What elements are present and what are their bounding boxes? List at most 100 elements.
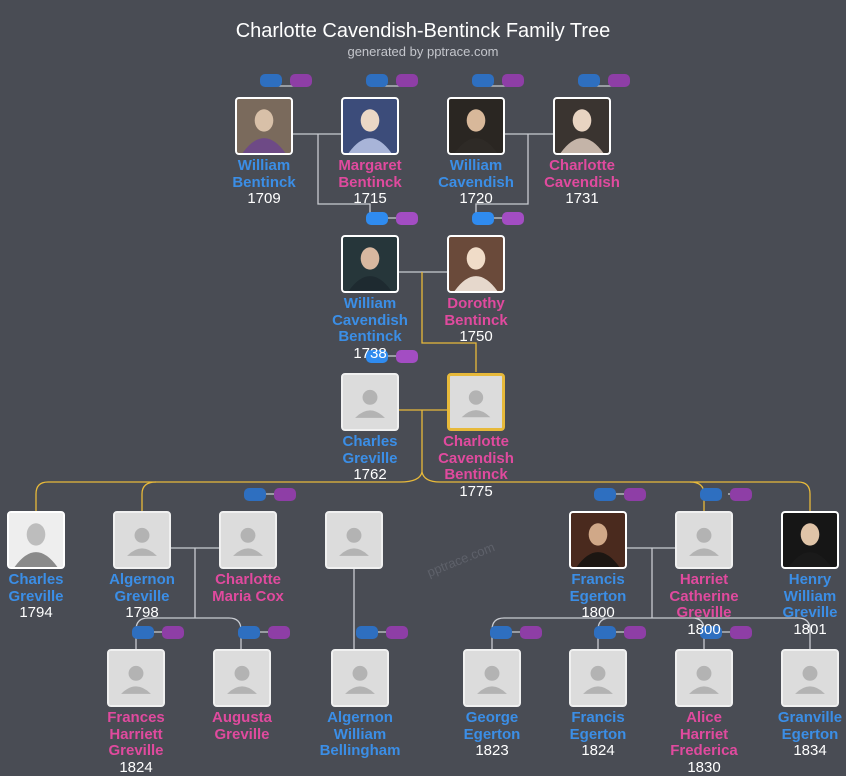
expand-father-button[interactable] xyxy=(132,626,154,639)
person-name-line: Cavendish xyxy=(416,175,536,192)
person-name-line: Charlotte xyxy=(416,434,536,451)
expand-mother-button[interactable] xyxy=(730,488,752,501)
person-card-dorothy-bentinck[interactable] xyxy=(447,235,505,293)
birth-year: 1750 xyxy=(416,329,536,346)
expand-father-button[interactable] xyxy=(366,212,388,225)
birth-year: 1834 xyxy=(750,743,846,760)
person-name-line: Margaret xyxy=(310,158,430,175)
person-name-line: Bentinck xyxy=(310,329,430,346)
person-placeholder-icon xyxy=(677,651,731,705)
person-card-george-egerton[interactable] xyxy=(463,649,521,707)
expand-mother-button[interactable] xyxy=(162,626,184,639)
person-card-harriet-catherine-greville[interactable] xyxy=(675,511,733,569)
person-card-william-cavendish[interactable] xyxy=(447,97,505,155)
person-card-algernon-greville[interactable] xyxy=(113,511,171,569)
birth-year: 1775 xyxy=(416,484,536,501)
person-card-francis-egerton-1824[interactable] xyxy=(569,649,627,707)
person-name-line: Henry xyxy=(750,572,846,589)
portrait-image xyxy=(237,99,291,153)
expand-father-button[interactable] xyxy=(244,488,266,501)
person-card-augusta-greville[interactable] xyxy=(213,649,271,707)
expand-mother-button[interactable] xyxy=(290,74,312,87)
expand-mother-button[interactable] xyxy=(274,488,296,501)
expand-father-button[interactable] xyxy=(578,74,600,87)
expand-father-button[interactable] xyxy=(594,626,616,639)
person-name-line: Greville xyxy=(76,743,196,760)
birth-year: 1715 xyxy=(310,191,430,208)
expand-father-button[interactable] xyxy=(700,488,722,501)
portrait-image xyxy=(9,513,63,567)
expand-father-button[interactable] xyxy=(490,626,512,639)
person-name-line: Augusta xyxy=(182,710,302,727)
person-name-line: Catherine xyxy=(644,589,764,606)
person-name-line: Egerton xyxy=(750,727,846,744)
person-card-francis-egerton-1800[interactable] xyxy=(569,511,627,569)
expand-mother-button[interactable] xyxy=(520,626,542,639)
person-name-line: Charlotte xyxy=(522,158,642,175)
expand-mother-button[interactable] xyxy=(396,212,418,225)
person-card-william-cavendish-bentinck[interactable] xyxy=(341,235,399,293)
person-name-line: Greville xyxy=(82,589,202,606)
person-name-line: Francis xyxy=(538,710,658,727)
expand-mother-button[interactable] xyxy=(268,626,290,639)
expand-father-button[interactable] xyxy=(594,488,616,501)
person-card-charles-greville-1762[interactable] xyxy=(341,373,399,431)
person-name-line: Egerton xyxy=(538,727,658,744)
expand-father-button[interactable] xyxy=(366,74,388,87)
portrait-image xyxy=(783,513,837,567)
person-name-line: Greville xyxy=(310,451,430,468)
expand-mother-button[interactable] xyxy=(624,488,646,501)
person-placeholder-icon xyxy=(327,513,381,567)
person-card-henry-william-greville[interactable] xyxy=(781,511,839,569)
person-card-margaret-bentinck[interactable] xyxy=(341,97,399,155)
person-card-charlotte-maria-cox[interactable] xyxy=(219,511,277,569)
person-name-line: Algernon xyxy=(300,710,420,727)
person-placeholder-icon xyxy=(215,651,269,705)
birth-year: 1762 xyxy=(310,467,430,484)
expand-mother-button[interactable] xyxy=(502,74,524,87)
person-card-granville-egerton[interactable] xyxy=(781,649,839,707)
portrait-image xyxy=(555,99,609,153)
expand-father-button[interactable] xyxy=(260,74,282,87)
person-name-line: Harriett xyxy=(76,727,196,744)
person-card-charles-greville-1794[interactable] xyxy=(7,511,65,569)
expand-mother-button[interactable] xyxy=(624,626,646,639)
expand-father-button[interactable] xyxy=(472,74,494,87)
birth-year: 1800 xyxy=(644,622,764,639)
expand-mother-button[interactable] xyxy=(386,626,408,639)
person-card-william-bentinck[interactable] xyxy=(235,97,293,155)
person-placeholder-icon xyxy=(115,513,169,567)
expand-father-button[interactable] xyxy=(472,212,494,225)
person-name-line: Bentinck xyxy=(310,175,430,192)
person-name-line: Harriet xyxy=(644,727,764,744)
expand-mother-button[interactable] xyxy=(502,212,524,225)
expand-mother-button[interactable] xyxy=(608,74,630,87)
person-card-alice-harriet-frederica[interactable] xyxy=(675,649,733,707)
person-card-algernon-william-bellingham[interactable] xyxy=(331,649,389,707)
portrait-image xyxy=(343,237,397,291)
expand-father-button[interactable] xyxy=(356,626,378,639)
person-name-line: Francis xyxy=(538,572,658,589)
portrait-image xyxy=(343,99,397,153)
person-card-charlotte-cavendish-bentinck[interactable] xyxy=(447,373,505,431)
expand-father-button[interactable] xyxy=(238,626,260,639)
person-card-charlotte-cavendish[interactable] xyxy=(553,97,611,155)
person-name-line: Frances xyxy=(76,710,196,727)
person-placeholder-icon xyxy=(343,375,397,429)
person-card-unknown-spouse[interactable] xyxy=(325,511,383,569)
birth-year: 1709 xyxy=(204,191,324,208)
person-card-frances-harriett-greville[interactable] xyxy=(107,649,165,707)
expand-mother-button[interactable] xyxy=(396,74,418,87)
